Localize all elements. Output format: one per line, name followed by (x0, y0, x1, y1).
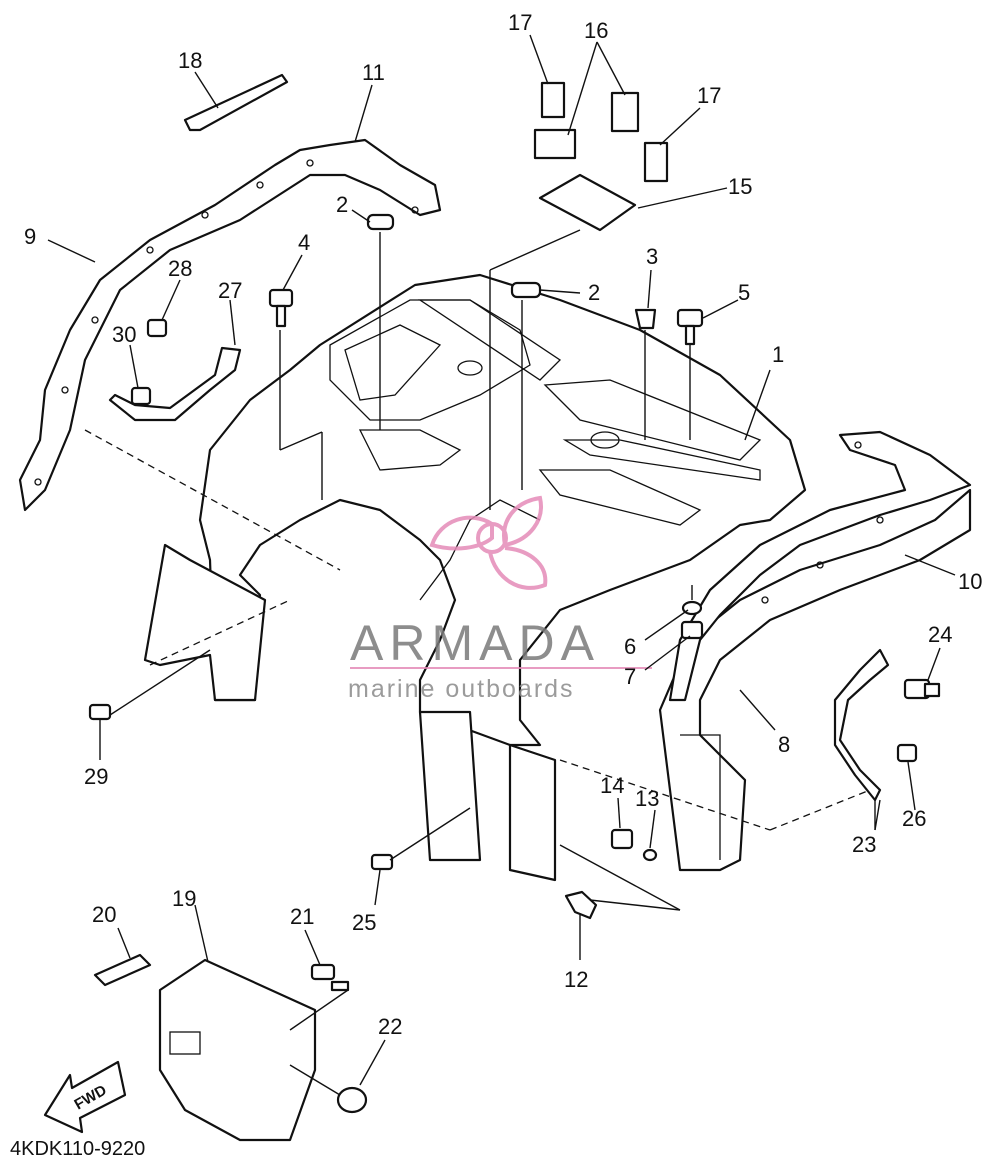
grommet-part-3[interactable] (634, 308, 657, 330)
callout-5: 5 (738, 280, 750, 305)
diagram-part-code: 4KDK110-9220 (10, 1138, 145, 1160)
seat-damper-part-2a[interactable] (366, 213, 395, 231)
callout-16: 16 (584, 18, 608, 43)
callout-10: 10 (958, 569, 982, 594)
bolt-part-4[interactable] (268, 288, 294, 328)
callout-2a: 2 (336, 192, 348, 217)
clip-part-20[interactable] (93, 953, 152, 987)
bolt-part-28[interactable] (146, 318, 168, 338)
propeller-logo (429, 495, 548, 590)
callout-17b: 17 (697, 83, 721, 108)
callout-6: 6 (624, 634, 636, 659)
bolt-part-25[interactable] (370, 853, 394, 871)
pad-part-16b[interactable] (610, 91, 640, 133)
callout-28: 28 (168, 256, 192, 281)
callout-1: 1 (772, 342, 784, 367)
callout-12: 12 (564, 967, 588, 992)
bolt-part-21[interactable] (310, 963, 350, 992)
forward-direction-arrow: FWD (43, 1060, 127, 1134)
fender-trim-part-9[interactable] (18, 138, 442, 512)
pad-part-17b[interactable] (643, 141, 669, 183)
bolt-part-12[interactable] (564, 890, 598, 920)
washer-part-13[interactable] (642, 848, 658, 862)
callout-19: 19 (172, 886, 196, 911)
pad-part-16a[interactable] (533, 128, 577, 160)
callout-18: 18 (178, 48, 202, 73)
callout-labels: 1 2 2 3 4 5 6 7 8 9 10 11 12 13 14 15 16… (24, 10, 982, 1039)
watermark-tagline: marine outboards (348, 675, 575, 703)
callout-29: 29 (84, 764, 108, 789)
nut-part-7[interactable] (680, 620, 704, 640)
bolt-part-5[interactable] (676, 308, 704, 346)
callout-21: 21 (290, 904, 314, 929)
bolt-part-24[interactable] (903, 678, 941, 700)
callout-27: 27 (218, 278, 242, 303)
fender-trim-part-10[interactable] (668, 430, 972, 702)
callout-11: 11 (362, 60, 385, 85)
callout-8: 8 (778, 732, 790, 757)
bolt-part-29[interactable] (88, 703, 112, 721)
nut-part-22[interactable] (336, 1086, 368, 1114)
callout-20: 20 (92, 902, 116, 927)
stay-part-23[interactable] (833, 648, 890, 802)
armada-watermark: ARMADA marine outboards (348, 495, 652, 703)
callout-7: 7 (624, 664, 636, 689)
callout-13: 13 (635, 786, 659, 811)
box-part-19[interactable] (158, 958, 317, 1142)
callout-2b: 2 (588, 280, 600, 305)
pad-part-15[interactable] (538, 173, 637, 232)
pad-part-17a[interactable] (540, 81, 566, 119)
band-part-18[interactable] (183, 73, 289, 132)
mud-guard-left[interactable] (143, 543, 267, 702)
mud-guard-part-8[interactable] (658, 488, 972, 872)
nut-part-14[interactable] (610, 828, 634, 850)
callout-3: 3 (646, 244, 658, 269)
leader-lines (47, 34, 956, 1086)
callout-22: 22 (378, 1014, 402, 1039)
callout-9: 9 (24, 224, 36, 249)
nut-part-26[interactable] (896, 743, 918, 763)
callout-4: 4 (298, 230, 310, 255)
callout-15: 15 (728, 174, 752, 199)
watermark-brand: ARMADA (350, 615, 600, 671)
callout-30: 30 (112, 322, 136, 347)
rear-fender-part-1[interactable] (198, 273, 807, 882)
nut-part-30[interactable] (130, 386, 152, 406)
callout-17a: 17 (508, 10, 532, 35)
callout-24: 24 (928, 622, 952, 647)
callout-23: 23 (852, 832, 876, 857)
callout-25: 25 (352, 910, 376, 935)
callout-14: 14 (600, 773, 624, 798)
stay-part-27[interactable] (108, 346, 242, 422)
callout-26: 26 (902, 806, 926, 831)
assembly-lines (84, 229, 876, 1096)
seat-damper-part-2b[interactable] (510, 281, 542, 299)
